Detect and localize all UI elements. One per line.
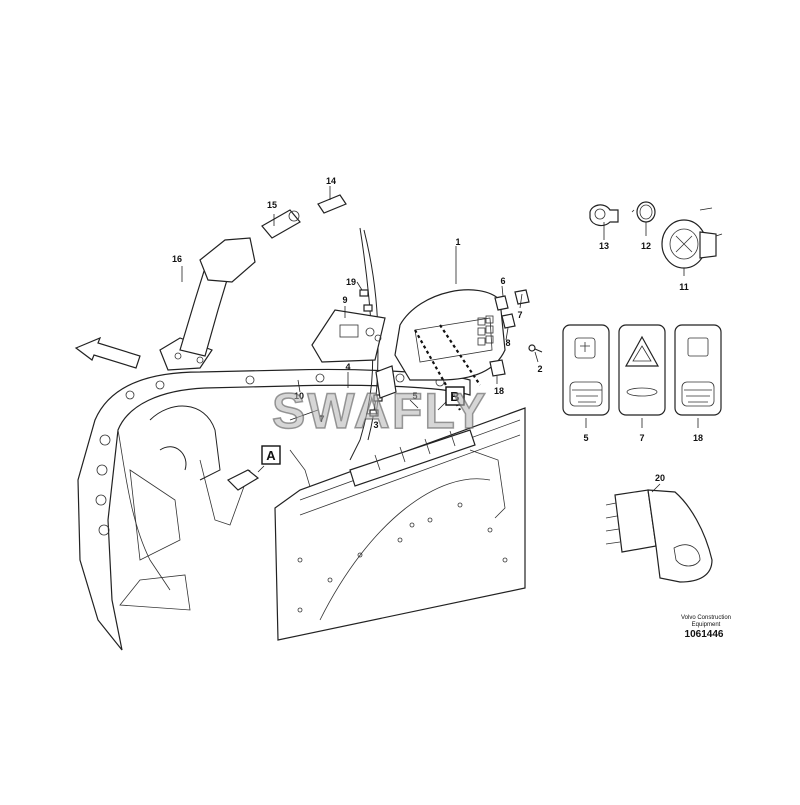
label-3: 3 <box>373 420 378 430</box>
label-2: 2 <box>537 364 542 374</box>
reference-number: 1061446 <box>685 629 724 640</box>
label-6: 6 <box>500 276 505 286</box>
label-10: 10 <box>294 391 304 401</box>
label-13: 13 <box>599 241 609 251</box>
label-14: 14 <box>326 176 336 186</box>
power-socket <box>661 219 717 269</box>
label-15: 15 <box>267 200 277 210</box>
label-7b: 7 <box>319 414 324 424</box>
instrument-cluster <box>311 309 386 363</box>
console-switch-row <box>349 429 476 487</box>
panel-switch-6 <box>494 295 509 311</box>
o-ring <box>636 201 656 223</box>
screw-2-icon <box>528 344 543 353</box>
rocker-switch-18 <box>674 324 722 416</box>
instrument-panel-housing <box>394 289 506 411</box>
part-labels: 1 2 3 4 5 6 7 7 8 9 10 11 12 13 14 15 16… <box>172 176 703 483</box>
label-9: 9 <box>342 295 347 305</box>
callout-b: B <box>445 386 465 406</box>
label-16: 16 <box>172 254 182 264</box>
knob-18 <box>489 359 506 377</box>
lower-panel-plate <box>274 407 526 641</box>
ignition-switch <box>261 209 301 239</box>
label-7: 7 <box>517 310 522 320</box>
label-sw20: 20 <box>655 473 665 483</box>
rocker-switch-5 <box>562 324 610 416</box>
hazard-switch-7 <box>618 324 666 416</box>
connector-part <box>226 469 260 491</box>
panel-switch-7 <box>514 289 530 305</box>
label-sw18: 18 <box>693 433 703 443</box>
svg-text:A: A <box>266 448 276 463</box>
direction-arrow-icon <box>74 336 141 369</box>
credit-line-1: Volvo Construction <box>681 615 731 621</box>
label-sw5: 5 <box>583 433 588 443</box>
label-sw7: 7 <box>639 433 644 443</box>
label-18: 18 <box>494 386 504 396</box>
label-8: 8 <box>505 338 510 348</box>
leader-lines <box>181 186 723 493</box>
label-12: 12 <box>641 241 651 251</box>
svg-text:B: B <box>450 389 459 404</box>
lighter-plug <box>589 204 619 227</box>
label-4: 4 <box>345 362 350 372</box>
switch-20 <box>605 489 713 583</box>
callout-a: A <box>261 445 281 465</box>
watermark: SWAFLY <box>272 383 488 439</box>
steering-column <box>159 237 256 371</box>
label-1: 1 <box>455 237 460 247</box>
label-19: 19 <box>346 277 356 287</box>
part-3 <box>375 365 397 399</box>
ignition-key <box>317 194 347 214</box>
credit-line-2: Equipment <box>692 622 721 628</box>
label-5: 5 <box>412 391 417 401</box>
label-11: 11 <box>679 282 689 292</box>
panel-switch-8 <box>501 313 516 329</box>
